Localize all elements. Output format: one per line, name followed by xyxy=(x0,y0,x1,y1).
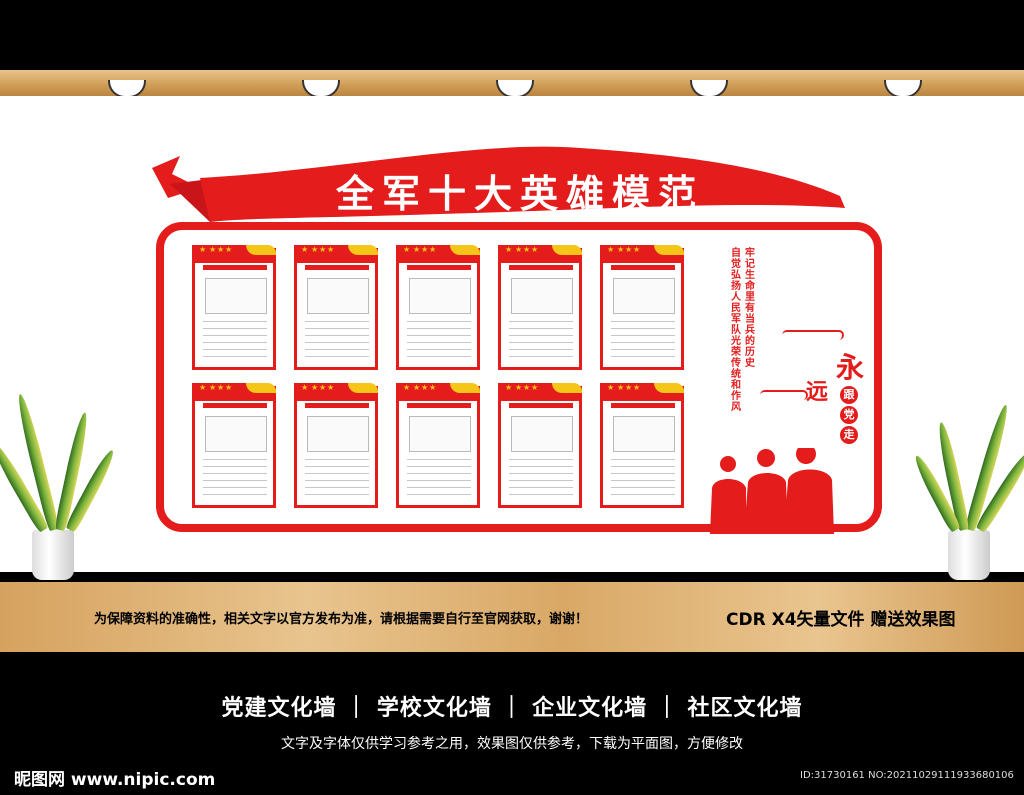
slogan-line-2: 自觉弘扬人民军队光荣传统和作风 xyxy=(731,248,741,413)
ceiling xyxy=(0,0,1024,70)
hero-card: ★★★★ xyxy=(294,245,378,370)
notice-text: 为保障资料的准确性，相关文字以官方发布为准，请根据需要自行至官网获取，谢谢！ xyxy=(94,612,589,627)
flag-body xyxy=(200,146,845,222)
file-format-text: CDR X4矢量文件 赠送效果图 xyxy=(726,610,956,630)
banner-title: 全军十大英雄模范 xyxy=(335,172,704,216)
hero-card: ★★★★ xyxy=(600,245,684,370)
hero-card: ★★★★ xyxy=(396,245,480,370)
cloud-ornament xyxy=(760,390,808,400)
watermark-id: ID:31730161 NO:20211029111933680106 xyxy=(800,770,1014,781)
slogan-line-1: 牢记生命里有当兵的历史 xyxy=(745,248,755,369)
disclaimer-text: 文字及字体仅供学习参考之用，效果图仅供参考，下载为平面图，方便修改 xyxy=(281,736,743,752)
hero-card: ★★★★ xyxy=(294,383,378,508)
motto-seal: 党 xyxy=(840,406,858,424)
hero-card: ★★★★ xyxy=(192,245,276,370)
plant-pot xyxy=(32,530,74,580)
baseboard xyxy=(0,572,1024,582)
plant-pot xyxy=(948,530,990,580)
hero-card: ★★★★ xyxy=(498,245,582,370)
category-list: 党建文化墙 ｜ 学校文化墙 ｜ 企业文化墙 ｜ 社区文化墙 xyxy=(221,696,803,721)
soldiers-silhouette xyxy=(710,448,834,534)
plant-right xyxy=(911,390,1024,534)
motto-char: 永 xyxy=(836,351,865,384)
hero-card: ★★★★ xyxy=(498,383,582,508)
banner-flag xyxy=(152,146,845,222)
hero-card: ★★★★ xyxy=(600,383,684,508)
cloud-ornament xyxy=(782,330,844,340)
hero-card: ★★★★ xyxy=(396,383,480,508)
plant-left xyxy=(0,380,118,533)
motto-char: 远 xyxy=(806,379,829,405)
hero-card: ★★★★ xyxy=(192,383,276,508)
motto-seal: 走 xyxy=(840,426,858,444)
motto-seal: 跟 xyxy=(840,386,858,404)
watermark-logo[interactable]: 昵图网 www.nipic.com xyxy=(14,770,216,790)
wood-floor xyxy=(0,572,1024,652)
footer-band xyxy=(0,652,1024,795)
